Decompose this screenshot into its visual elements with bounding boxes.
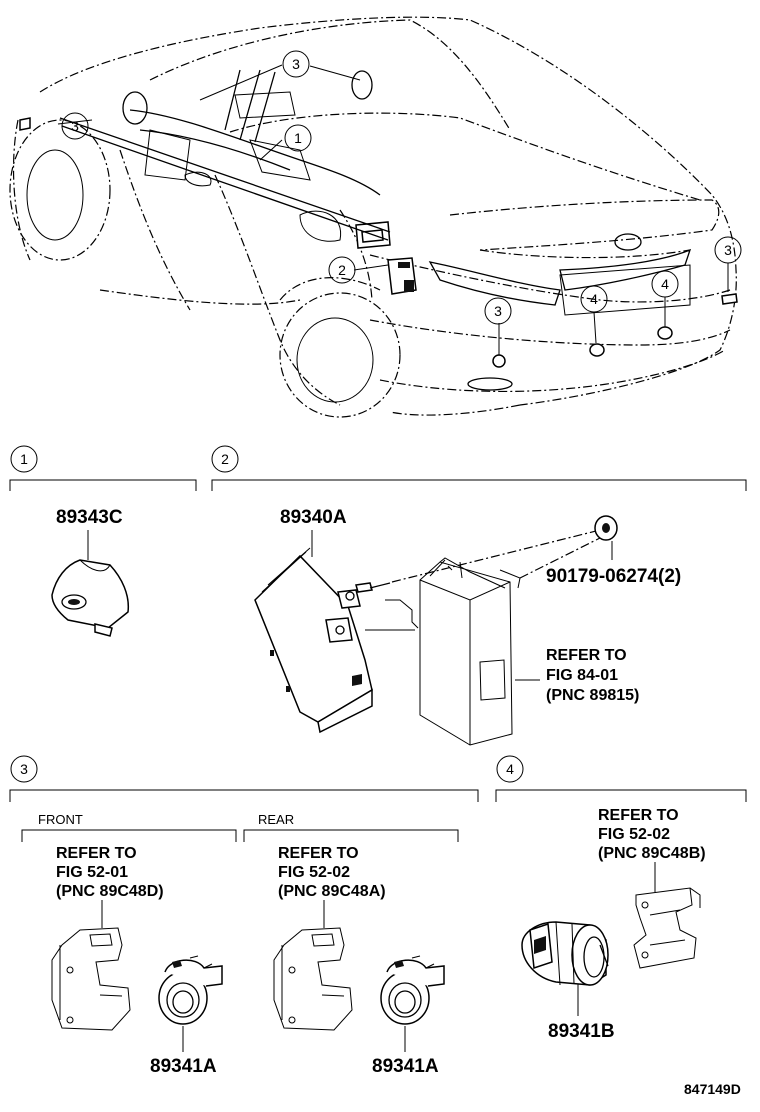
section-4-callout [496, 755, 524, 783]
rear-part-number-89341A: 89341A [372, 1056, 439, 1077]
s4-ref-line-2: FIG 52-02 [598, 826, 670, 843]
callout-2-car-label: 2 [338, 262, 346, 278]
ref-line-2: FIG 84-01 [546, 667, 618, 684]
callout-3-front-center [282, 50, 310, 78]
s4-ref-line-3: (PNC 89C48B) [598, 845, 706, 862]
section-1-callout [10, 445, 38, 473]
section-4: 4 REFER TO FIG 52-02 (PNC 89C48B) 89341B [495, 755, 747, 1042]
callout-2-car [328, 256, 356, 284]
callout-3-front-left [61, 112, 89, 140]
ref-line-1: REFER TO [546, 647, 627, 664]
ref-line-3: (PNC 89815) [546, 687, 639, 704]
callout-4-rear-right-label: 4 [661, 276, 669, 292]
section-2: 2 89340A 90179-0627 [211, 445, 747, 746]
callout-1-car [284, 124, 312, 152]
rear-wheel [279, 277, 401, 418]
car-callouts: 3 3 1 2 3 4 4 3 [61, 50, 742, 325]
callout-3-front-left-label: 3 [71, 118, 79, 134]
section-4-bracket [495, 789, 747, 802]
part-number-89340A: 89340A [280, 507, 347, 528]
s4-part-number-89341B: 89341B [548, 1021, 615, 1042]
callout-3-rear-left [484, 297, 512, 325]
front-ref-line-1: REFER TO [56, 845, 137, 862]
sensor-switch-part [51, 559, 130, 637]
part-number-89343C: 89343C [56, 507, 123, 528]
section-1-bracket [9, 479, 197, 491]
callout-3-rear-right [714, 236, 742, 264]
callout-4-rear-left [580, 285, 608, 313]
s4-sensor-part [521, 921, 609, 986]
rear-sensor-retainer [273, 927, 353, 1031]
section-3-callout [10, 755, 38, 783]
section-3-number: 3 [20, 761, 28, 777]
car-illustration [9, 16, 738, 418]
front-sensor-part [158, 955, 223, 1025]
section-2-number: 2 [221, 451, 229, 467]
s4-sensor-retainer [633, 887, 701, 969]
rear-bracket [243, 829, 459, 842]
rear-sensor-part [380, 955, 445, 1025]
section-1: 1 89343C [9, 445, 197, 637]
section-1-number: 1 [20, 451, 28, 467]
section-2-callout [211, 445, 239, 473]
front-ref-line-3: (PNC 89C48D) [56, 883, 164, 900]
bolt-part [369, 515, 618, 589]
section-2-bracket [211, 479, 747, 491]
rear-label: REAR [258, 812, 294, 827]
part-number-90179-06274: 90179-06274(2) [546, 566, 681, 587]
callout-3-front-center-label: 3 [292, 56, 300, 72]
rear-ref-line-3: (PNC 89C48A) [278, 883, 386, 900]
callout-3-rear-left-label: 3 [494, 303, 502, 319]
front-ref-line-2: FIG 52-01 [56, 864, 128, 881]
rear-ref-line-2: FIG 52-02 [278, 864, 350, 881]
ecu-reference-part [365, 557, 521, 746]
section-3: 3 FRONT REFER TO FIG 52-01 (PNC 89C48D) … [9, 755, 479, 1077]
callout-4-rear-right [651, 270, 679, 298]
front-part-number-89341A: 89341A [150, 1056, 217, 1077]
front-bracket [21, 829, 237, 842]
front-wheel [9, 119, 111, 261]
front-label: FRONT [38, 812, 83, 827]
callout-4-rear-left-label: 4 [590, 291, 598, 307]
figure-code: 847149D [684, 1081, 741, 1097]
control-unit-part [254, 547, 373, 734]
callout-3-rear-right-label: 3 [724, 242, 732, 258]
rear-ref-line-1: REFER TO [278, 845, 359, 862]
callout-1-car-label: 1 [294, 130, 302, 146]
section-3-bracket [9, 789, 479, 802]
s4-ref-line-1: REFER TO [598, 807, 679, 824]
section-4-number: 4 [506, 761, 514, 777]
front-sensor-retainer [51, 927, 131, 1031]
